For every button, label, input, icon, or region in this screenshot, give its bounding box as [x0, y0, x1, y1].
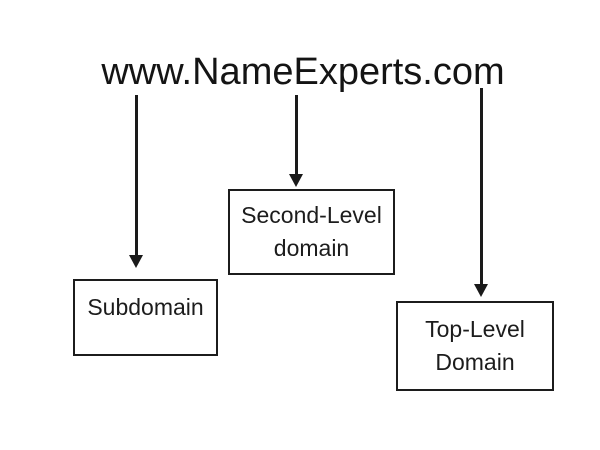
arrow-head-icon: [474, 284, 488, 297]
second-level-domain-box-label-line1: Second-Level: [241, 202, 382, 228]
second-level-domain-box-label-line2: domain: [273, 235, 350, 261]
arrow-stem: [479, 88, 483, 285]
arrow-head-icon: [129, 255, 143, 268]
arrow-stem: [134, 95, 138, 256]
top-level-domain-box-label-line2: Domain: [435, 349, 515, 375]
subdomain-box: Subdomain: [73, 279, 218, 356]
top-level-domain-box: Top-Level Domain: [396, 301, 554, 391]
arrow-stem: [294, 95, 298, 175]
second-level-domain-box: Second-Level domain: [228, 189, 395, 275]
arrow-to-second-level-domain: [289, 95, 303, 187]
domain-name-title: www.NameExperts.com: [101, 51, 505, 93]
subdomain-box-label: Subdomain: [87, 294, 204, 320]
top-level-domain-box-label-line1: Top-Level: [425, 316, 525, 342]
arrow-head-icon: [289, 174, 303, 187]
arrow-to-top-level-domain: [474, 88, 488, 297]
arrow-to-subdomain: [129, 95, 143, 268]
